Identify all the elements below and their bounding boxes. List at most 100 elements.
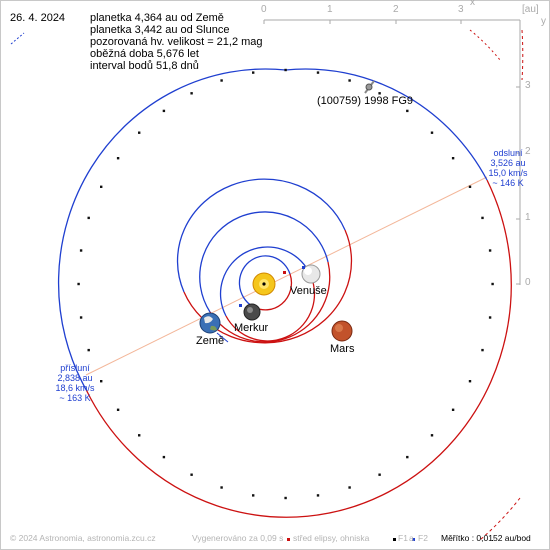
x-tick: 1 — [327, 4, 333, 15]
venus-label: Venuše — [290, 285, 327, 297]
orbit-point — [87, 216, 90, 220]
f2-legend: F2 — [418, 533, 428, 543]
orbit-point — [190, 92, 193, 95]
scale-dot — [492, 540, 493, 541]
y-tick: 1 — [525, 212, 531, 223]
asteroid-label: (100759) 1998 FG9 — [317, 95, 414, 107]
earth-orbit-red — [209, 261, 331, 343]
center-legend-icon — [287, 538, 290, 541]
orbit-point — [77, 282, 80, 286]
x-tick: 3 — [458, 4, 464, 15]
orbit-point — [468, 185, 472, 188]
perihelion-line: 2,838 au — [57, 373, 93, 383]
asteroid-orbit-upper — [57, 68, 286, 391]
asteroid-icon — [364, 80, 375, 94]
y-tick: 2 — [525, 146, 531, 157]
orbit-point — [252, 494, 255, 497]
x-axis-label: x — [470, 0, 475, 8]
y-axis-label: y — [541, 16, 546, 27]
mars-label: Mars — [330, 343, 355, 355]
info-line: planetka 3,442 au od Slunce — [90, 24, 230, 36]
asteroid-orbit-upper-right — [285, 68, 488, 181]
orbit-point — [406, 109, 409, 113]
orbit-point — [138, 434, 141, 437]
info-line: oběžná doba 5,676 let — [90, 48, 199, 60]
aphelion-line: 3,526 au — [490, 158, 526, 168]
orbit-point — [284, 496, 287, 500]
orbit-point — [100, 185, 103, 188]
mercury-marker — [283, 271, 286, 274]
center-legend: střed elipsy, ohniska — [293, 533, 370, 543]
mars-icon — [331, 320, 353, 342]
f1-legend-icon — [393, 538, 396, 541]
scale-label: Měřítko : 0,0152 au/bod — [441, 533, 531, 543]
orbit-point — [451, 157, 455, 160]
orbit-point — [220, 486, 223, 489]
orbit-point — [451, 408, 455, 411]
legend-glyph — [10, 32, 25, 45]
mercury-icon — [243, 303, 261, 321]
aphelion-line: odsluní — [493, 148, 523, 158]
f2-legend-icon — [412, 538, 415, 541]
x-tick: 0 — [261, 4, 267, 15]
mercury-label: Merkur — [234, 322, 269, 334]
orbit-point — [190, 473, 193, 476]
orbit-point — [430, 434, 434, 437]
aphelion-line: ~ 146 K — [492, 178, 524, 188]
outer-arc-top — [521, 29, 524, 81]
asteroid-orbit-points — [77, 68, 494, 500]
perihelion-info: přísluní 2,838 au 18,6 km/s ~ 163 K — [50, 363, 100, 403]
mercury-orbit-blue — [238, 255, 291, 307]
f1-legend: F1 — [398, 533, 408, 543]
venus-orbit-red — [225, 271, 316, 342]
earth-icon — [199, 312, 221, 334]
perihelion-line: ~ 163 K — [59, 393, 91, 403]
orbit-point — [488, 249, 492, 252]
orbit-point — [162, 109, 166, 113]
orbit-point — [116, 408, 120, 411]
orbit-point — [116, 157, 120, 160]
orbit-point — [481, 348, 484, 352]
outer-arc-top2 — [469, 29, 501, 61]
orbit-point — [316, 494, 320, 497]
venus-icon — [301, 264, 321, 284]
orbit-point — [79, 249, 83, 252]
orbit-point — [87, 348, 90, 352]
orbit-point — [100, 380, 103, 383]
sun-icon — [252, 272, 276, 296]
venus-marker — [302, 266, 305, 269]
earth-orbit-blue — [199, 211, 329, 313]
y-tick: 0 — [525, 277, 531, 288]
date: 26. 4. 2024 — [10, 12, 66, 24]
aphelion-line: 15,0 km/s — [488, 168, 528, 178]
info-line: pozorovaná hv. velikost = 21,2 mag — [90, 36, 263, 48]
orbit-point — [488, 316, 492, 319]
orbit-point — [491, 282, 494, 286]
earth-label: Země — [196, 335, 225, 347]
venus-orbit-blue — [219, 246, 310, 317]
info-line: interval bodů 51,8 dnů — [90, 60, 199, 72]
earth-direction — [216, 332, 229, 343]
copyright: © 2024 Astronomia, astronomia.zcu.cz — [10, 533, 156, 543]
orbit-point — [348, 486, 351, 489]
generated-time: Vygenerováno za 0,09 s — [192, 533, 284, 543]
a-legend: a — [409, 533, 414, 543]
aphelion-info: odsluní 3,526 au 15,0 km/s ~ 146 K — [478, 148, 538, 188]
perihelion-line: přísluní — [60, 363, 90, 373]
info-block: planetka 4,364 au od Země planetka 3,442… — [90, 12, 263, 72]
x-tick: 2 — [393, 4, 399, 15]
orbit-point — [316, 71, 320, 74]
orbit-point — [252, 71, 255, 74]
asteroid-orbit-lower — [85, 179, 512, 518]
orbit-point — [138, 131, 141, 134]
info-line: planetka 4,364 au od Země — [90, 12, 224, 24]
orbit-point — [284, 68, 287, 72]
outer-arc-bottom — [479, 497, 521, 541]
orbit-point — [481, 216, 484, 220]
orbit-point — [406, 455, 409, 459]
orbit-point — [468, 380, 472, 383]
orbit-point — [378, 473, 381, 476]
orbit-point — [430, 131, 434, 134]
